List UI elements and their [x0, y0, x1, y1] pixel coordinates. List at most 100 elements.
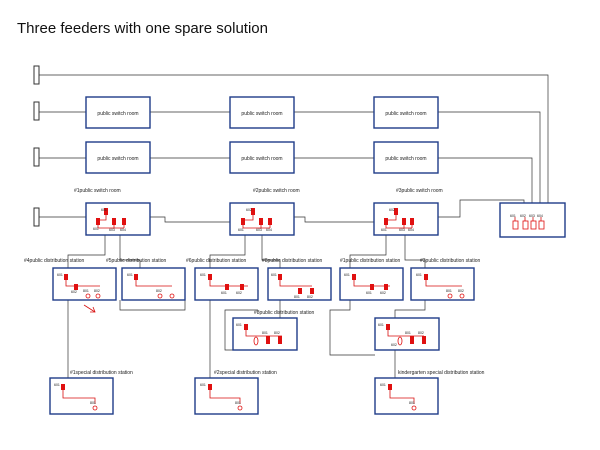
switch-icon	[422, 336, 426, 344]
switch-code: 601	[416, 273, 422, 277]
switch-code: 601	[200, 383, 206, 387]
switch-icon	[424, 274, 428, 280]
switch-icon	[310, 288, 314, 294]
station-s3-label: #3public distribution station	[420, 258, 481, 264]
switch-icon	[411, 405, 417, 411]
switch-icon	[225, 284, 229, 290]
station-s8a: 601 801 802	[267, 267, 332, 301]
switch-icon	[410, 218, 414, 225]
switch-icon	[538, 220, 545, 230]
switch-icon	[370, 284, 374, 290]
main-switch-room-1-label: #1public switch room	[74, 188, 121, 194]
busbar-4	[33, 207, 40, 227]
switch-code: 601	[381, 228, 387, 232]
arrow-icon	[83, 304, 96, 313]
switch-icon	[134, 274, 138, 280]
switch-icon	[388, 384, 392, 390]
switch-icon	[278, 336, 282, 344]
public-switch-room-row1-3: public switch room	[373, 96, 439, 129]
switch-icon	[237, 405, 243, 411]
station-s5: 601 802	[121, 267, 186, 301]
special-station-sp1: 601 801	[49, 377, 114, 415]
station-s1: 601 601 602	[339, 267, 404, 301]
switch-icon	[85, 293, 91, 299]
switch-code: 602	[520, 214, 526, 218]
switch-code: 601	[93, 227, 99, 231]
switch-code: 602	[380, 291, 386, 295]
switch-code: 601	[54, 383, 60, 387]
switch-icon	[259, 218, 263, 225]
switch-icon	[298, 288, 302, 294]
public-switch-room-label: public switch room	[97, 111, 138, 117]
switch-code: 601	[200, 273, 206, 277]
station-s5-label: #5public distribution station	[106, 258, 167, 264]
main-switch-room-3: #3public switch room 602 601 603 604	[373, 188, 443, 236]
main-switch-room-2: #2public switch room 602 601 603 604	[229, 188, 300, 236]
switch-code: 602	[391, 343, 397, 347]
switch-code: 601	[127, 273, 133, 277]
switch-code: 601	[378, 323, 384, 327]
public-switch-room-label: public switch room	[385, 156, 426, 162]
feeder-wires	[39, 74, 549, 378]
switch-code: 601	[101, 208, 107, 212]
switch-icon	[352, 274, 356, 280]
switch-code: 801	[90, 401, 96, 405]
switch-icon	[410, 336, 414, 344]
switch-icon	[157, 293, 163, 299]
switch-icon	[112, 218, 116, 225]
switch-code: 601	[510, 214, 516, 218]
switch-icon	[522, 220, 529, 230]
special-sp1-label: #1special distribution station	[70, 370, 133, 376]
switch-icon	[266, 336, 270, 344]
busbar-3	[33, 147, 40, 167]
switch-code: 601	[57, 273, 63, 277]
switch-code: 801	[262, 331, 268, 335]
switch-icon	[386, 324, 390, 330]
switch-icon	[61, 384, 65, 390]
station-s1-label: #1public distribution station	[340, 258, 401, 264]
switch-icon	[240, 284, 244, 290]
switch-icon	[241, 218, 245, 225]
main-switch-room-2-label: #2public switch room	[253, 188, 300, 194]
switch-code: 801	[235, 401, 241, 405]
switch-code: 602	[71, 290, 77, 294]
switch-code: 802	[418, 331, 424, 335]
switch-code: 601	[238, 228, 244, 232]
station-s6-label: #6public distribution station	[186, 258, 247, 264]
special-kg-label: kindergarten special distribution statio…	[398, 370, 485, 376]
switch-code: 601	[366, 291, 372, 295]
switch-icon	[278, 274, 282, 280]
switch-icon	[402, 218, 406, 225]
station-s3: 601 801 802	[410, 267, 475, 301]
switch-code: 601	[344, 273, 350, 277]
switch-code: 602	[246, 208, 252, 212]
switch-code: 604	[537, 214, 543, 218]
public-switch-room-row1-1: public switch room	[85, 96, 151, 129]
special-station-sp2: 601 801	[194, 377, 259, 415]
main-switch-room-1: #1public switch room 601 601 603 604	[74, 188, 151, 236]
switch-icon	[384, 218, 388, 225]
switch-icon	[208, 274, 212, 280]
switch-icon	[459, 293, 465, 299]
busbar-1	[33, 65, 40, 85]
switch-code: 602	[236, 291, 242, 295]
switch-code: 601	[236, 323, 242, 327]
switch-icon	[394, 208, 398, 215]
switch-code: 802	[94, 289, 100, 293]
switch-icon	[253, 336, 259, 346]
public-switch-room-label: public switch room	[241, 156, 282, 162]
switch-code: 603	[529, 214, 535, 218]
switch-code: 802	[307, 295, 313, 299]
public-switch-room-row2-2: public switch room	[229, 141, 295, 174]
switch-icon	[512, 220, 519, 230]
station-s4: 601 602 801 802	[52, 267, 117, 301]
switch-code: 603	[399, 228, 405, 232]
special-sp2-label: #2special distribution station	[214, 370, 277, 376]
public-switch-room-label: public switch room	[241, 111, 282, 117]
switch-code: 801	[294, 295, 300, 299]
public-switch-room-row1-2: public switch room	[229, 96, 295, 129]
switch-code: 802	[458, 289, 464, 293]
spare-switch-room: 601 602 603 604	[499, 202, 566, 238]
switch-icon	[208, 384, 212, 390]
